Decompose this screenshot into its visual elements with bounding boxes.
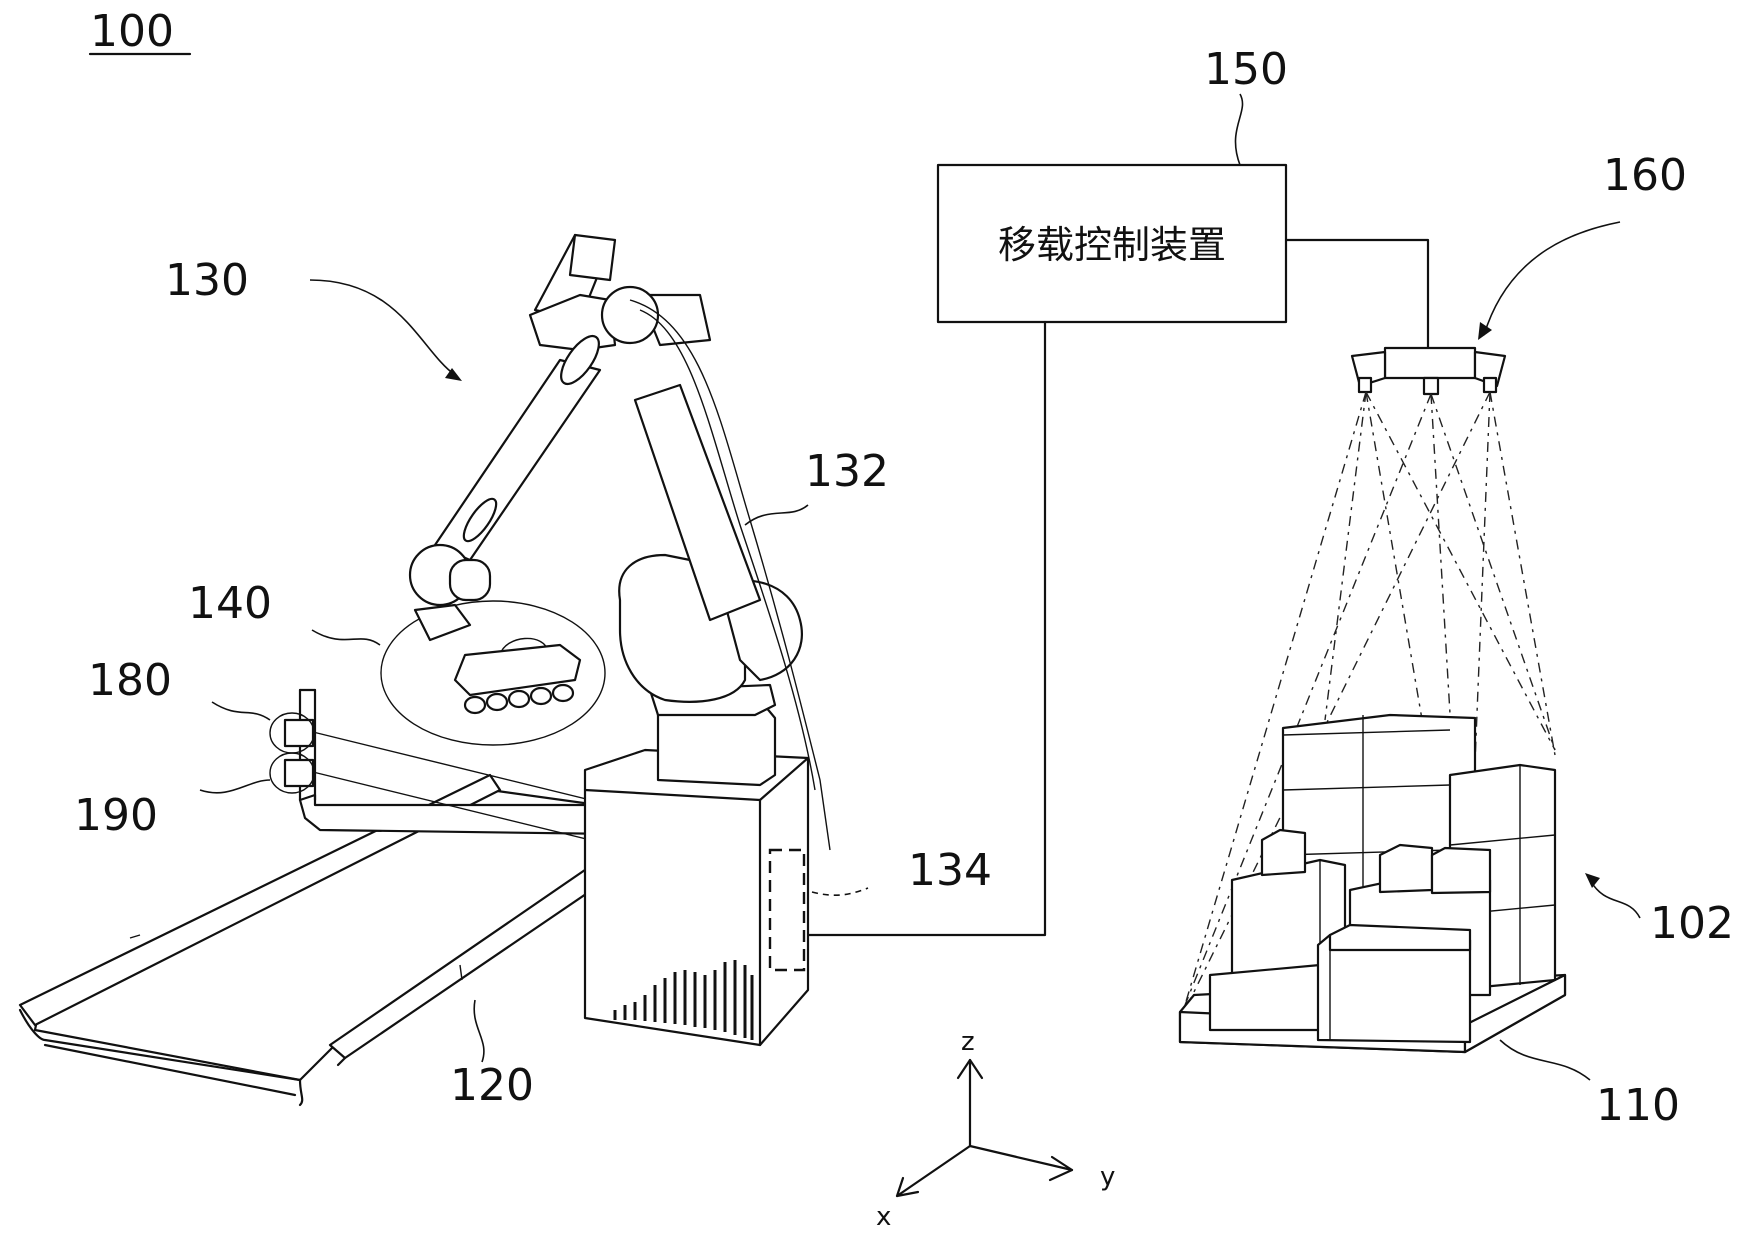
pallet-ref: 110	[1596, 1080, 1680, 1131]
cargo-low-box	[1208, 963, 1322, 1032]
pedestal-hatching	[613, 960, 754, 1040]
robot-wrist	[448, 558, 492, 602]
robot-elbow-joint	[600, 285, 660, 345]
pallet-leader	[1499, 1039, 1591, 1081]
coordinate-axes	[895, 1058, 1074, 1198]
controller-ref: 150	[1204, 44, 1288, 95]
camera-arrowhead	[1478, 322, 1492, 340]
robot-cable-2	[639, 309, 816, 791]
robot-controller-leader	[811, 887, 869, 897]
robot-controller-dashed	[768, 848, 806, 972]
conveyor-ref: 120	[450, 1060, 534, 1111]
robot-controller-ref: 134	[908, 845, 992, 896]
suction-cups	[463, 683, 575, 715]
transfer-controller: 移载控制装置	[936, 163, 1288, 324]
y-axis	[968, 1144, 1074, 1172]
sensor-upper	[269, 712, 315, 754]
cargo-cube-2	[1378, 843, 1434, 894]
cargo-front-box	[1316, 933, 1472, 1044]
camera-unit	[1350, 346, 1507, 396]
sensor-190-body	[283, 758, 315, 788]
conveyor-front-edge-2	[43, 1043, 297, 1097]
x-axis	[895, 1144, 972, 1198]
robot-leader	[309, 279, 456, 376]
wire-controller-robot	[806, 320, 1047, 937]
sensor-lower-ref: 190	[74, 790, 158, 841]
cargo-top-plate	[1328, 923, 1472, 952]
lens-left	[1357, 376, 1373, 394]
robot-arrowhead	[445, 368, 462, 381]
end-effector-leader	[311, 629, 381, 646]
robot-arm-ref: 132	[805, 446, 889, 497]
robot-base	[583, 748, 810, 1047]
sensor-lower	[269, 752, 315, 794]
robot-forearm-ring	[560, 334, 600, 386]
sensor-upper-leader	[211, 701, 271, 721]
conveyor-left-rail	[18, 773, 502, 1027]
conveyor-front-edge	[18, 1008, 304, 1107]
controller-box	[936, 163, 1288, 324]
lens-center	[1422, 376, 1440, 396]
gripper-plate	[453, 643, 582, 697]
camera-ref: 160	[1603, 150, 1687, 201]
camera-leader	[1483, 221, 1621, 336]
end-effector	[380, 600, 606, 746]
cargo-cube-1	[1260, 828, 1307, 877]
sensor-lower-leader	[199, 779, 271, 794]
sensor-upper-ref: 180	[88, 655, 172, 706]
conveyor-leader	[473, 999, 485, 1063]
y-axis-label: y	[1100, 1162, 1115, 1192]
robot-cable	[629, 299, 831, 851]
cargo-leader	[1589, 879, 1641, 919]
sensor-180-body	[283, 718, 315, 748]
lens-right	[1482, 376, 1498, 394]
controller-label: 移载控制装置	[998, 223, 1226, 267]
controller-leader	[1234, 93, 1244, 166]
camera-field-of-view	[1184, 391, 1556, 1011]
robot-elbow-top	[568, 233, 617, 282]
cargo-cube-3	[1430, 846, 1492, 895]
cargo-arrowhead	[1585, 873, 1600, 888]
robot-ref: 130	[165, 255, 249, 306]
robot-pedestal	[583, 748, 810, 1047]
camera-body	[1383, 346, 1477, 380]
robot-wrist-ring	[462, 497, 498, 543]
cargo-stack	[1208, 713, 1557, 1044]
end-effector-outline	[380, 600, 606, 746]
end-effector-ref: 140	[188, 578, 272, 629]
gripper-mount	[413, 603, 472, 642]
robot-lower-arm	[633, 383, 762, 622]
robot-forearm	[433, 358, 602, 562]
wire-controller-camera	[1284, 238, 1430, 352]
cargo-ref: 102	[1650, 898, 1734, 949]
x-axis-label: x	[876, 1202, 891, 1232]
robot-arm	[408, 233, 831, 851]
robot-arm-leader	[744, 504, 809, 526]
z-axis-label: z	[961, 1027, 975, 1057]
system-number: 100	[90, 6, 174, 57]
